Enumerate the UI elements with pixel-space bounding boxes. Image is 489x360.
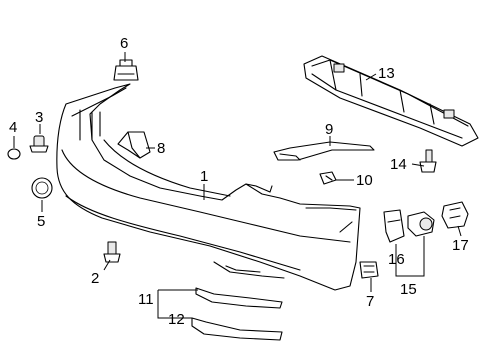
callout-8: 8	[157, 140, 165, 157]
callout-14: 14	[390, 156, 407, 173]
molding-part-12	[191, 317, 283, 341]
cap-part-4	[7, 148, 21, 160]
bracket-part-8	[117, 131, 151, 159]
callout-10: 10	[356, 172, 373, 189]
bumper-cover	[56, 83, 361, 291]
callout-17: 17	[452, 237, 469, 254]
bolt-part-3	[29, 135, 49, 153]
callout-9: 9	[325, 121, 333, 138]
callout-4: 4	[9, 119, 17, 136]
trim-strip-part-9	[273, 141, 375, 161]
molding-part-11	[195, 287, 283, 309]
sensor-bracket-part-16	[383, 209, 405, 243]
callout-11: 11	[138, 291, 154, 308]
clip-part-7	[359, 261, 379, 279]
callout-12: 12	[168, 311, 185, 328]
callout-7: 7	[366, 293, 374, 310]
screw-part-10	[319, 171, 337, 185]
grommet-part-5	[31, 177, 53, 199]
callout-3: 3	[35, 109, 43, 126]
callout-16: 16	[388, 251, 405, 268]
clip-part-2	[103, 241, 121, 263]
callout-6: 6	[120, 35, 128, 52]
bolt-part-14	[419, 149, 437, 173]
retainer-part-6	[113, 59, 139, 81]
callout-15: 15	[400, 281, 417, 298]
callout-1: 1	[200, 168, 208, 185]
sensor-retainer-part-17	[441, 201, 469, 229]
reinforcement-beam-part-13	[303, 55, 479, 147]
leader-lines	[13, 52, 462, 319]
callout-2: 2	[91, 270, 99, 287]
parking-sensor-part-15	[407, 211, 435, 237]
callout-labels: 6 3 4 5 8 1 2 9 10 13 14 16 17 15 7 11 1…	[9, 35, 469, 328]
callout-13: 13	[378, 65, 395, 82]
callout-5: 5	[37, 213, 45, 230]
